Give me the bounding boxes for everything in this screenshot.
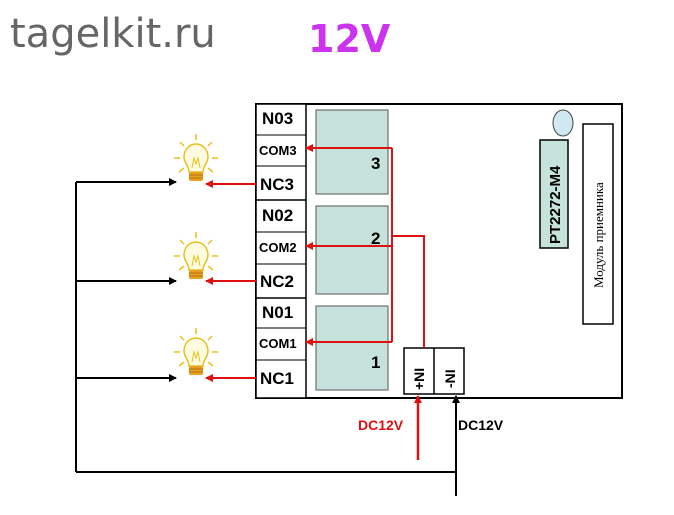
site-title: tagelkit.ru bbox=[10, 11, 216, 57]
pin-plus-label: +NI bbox=[411, 368, 427, 390]
relay-1-label: 1 bbox=[371, 353, 380, 372]
voltage-title: 12V bbox=[308, 17, 391, 61]
lamp-feed-wiring bbox=[205, 180, 256, 382]
terminal-nc2: NC2 bbox=[260, 272, 294, 291]
receiver-module bbox=[582, 123, 614, 325]
terminal-com3: COM3 bbox=[259, 143, 297, 158]
relay-3-label: 3 bbox=[371, 154, 380, 173]
decoder-chip bbox=[539, 139, 569, 249]
terminal-nc3: NC3 bbox=[260, 175, 294, 194]
light-bulb-icon bbox=[173, 133, 219, 182]
light-bulb-icon bbox=[173, 231, 219, 280]
relay-3 bbox=[315, 109, 389, 195]
terminal-block: N03 COM3 NC3 N02 COM2 NC2 N01 COM1 NC1 bbox=[255, 103, 307, 399]
relay-2-label: 2 bbox=[371, 229, 380, 248]
power-pins: +NI -NI bbox=[403, 347, 465, 395]
pin-minus-label: -NI bbox=[442, 369, 458, 388]
terminal-nc1: NC1 bbox=[260, 369, 294, 388]
antenna-coil bbox=[552, 109, 574, 137]
relay-2 bbox=[315, 205, 389, 295]
dc-negative-label: DC12V bbox=[458, 417, 504, 433]
terminal-com2: COM2 bbox=[259, 240, 297, 255]
terminal-no1: N01 bbox=[262, 303, 293, 322]
return-wiring bbox=[75, 178, 460, 496]
light-bulb-icon bbox=[173, 327, 219, 376]
module-label: Модуль приемника bbox=[591, 182, 606, 288]
dc-positive-label: DC12V bbox=[358, 417, 404, 433]
relay-1 bbox=[315, 305, 389, 391]
chip-label: PT2272-M4 bbox=[547, 165, 564, 244]
terminal-no2: N02 bbox=[262, 206, 293, 225]
terminal-no3: N03 bbox=[262, 109, 293, 128]
com-bus-wiring bbox=[305, 144, 425, 348]
terminal-com1: COM1 bbox=[259, 336, 297, 351]
